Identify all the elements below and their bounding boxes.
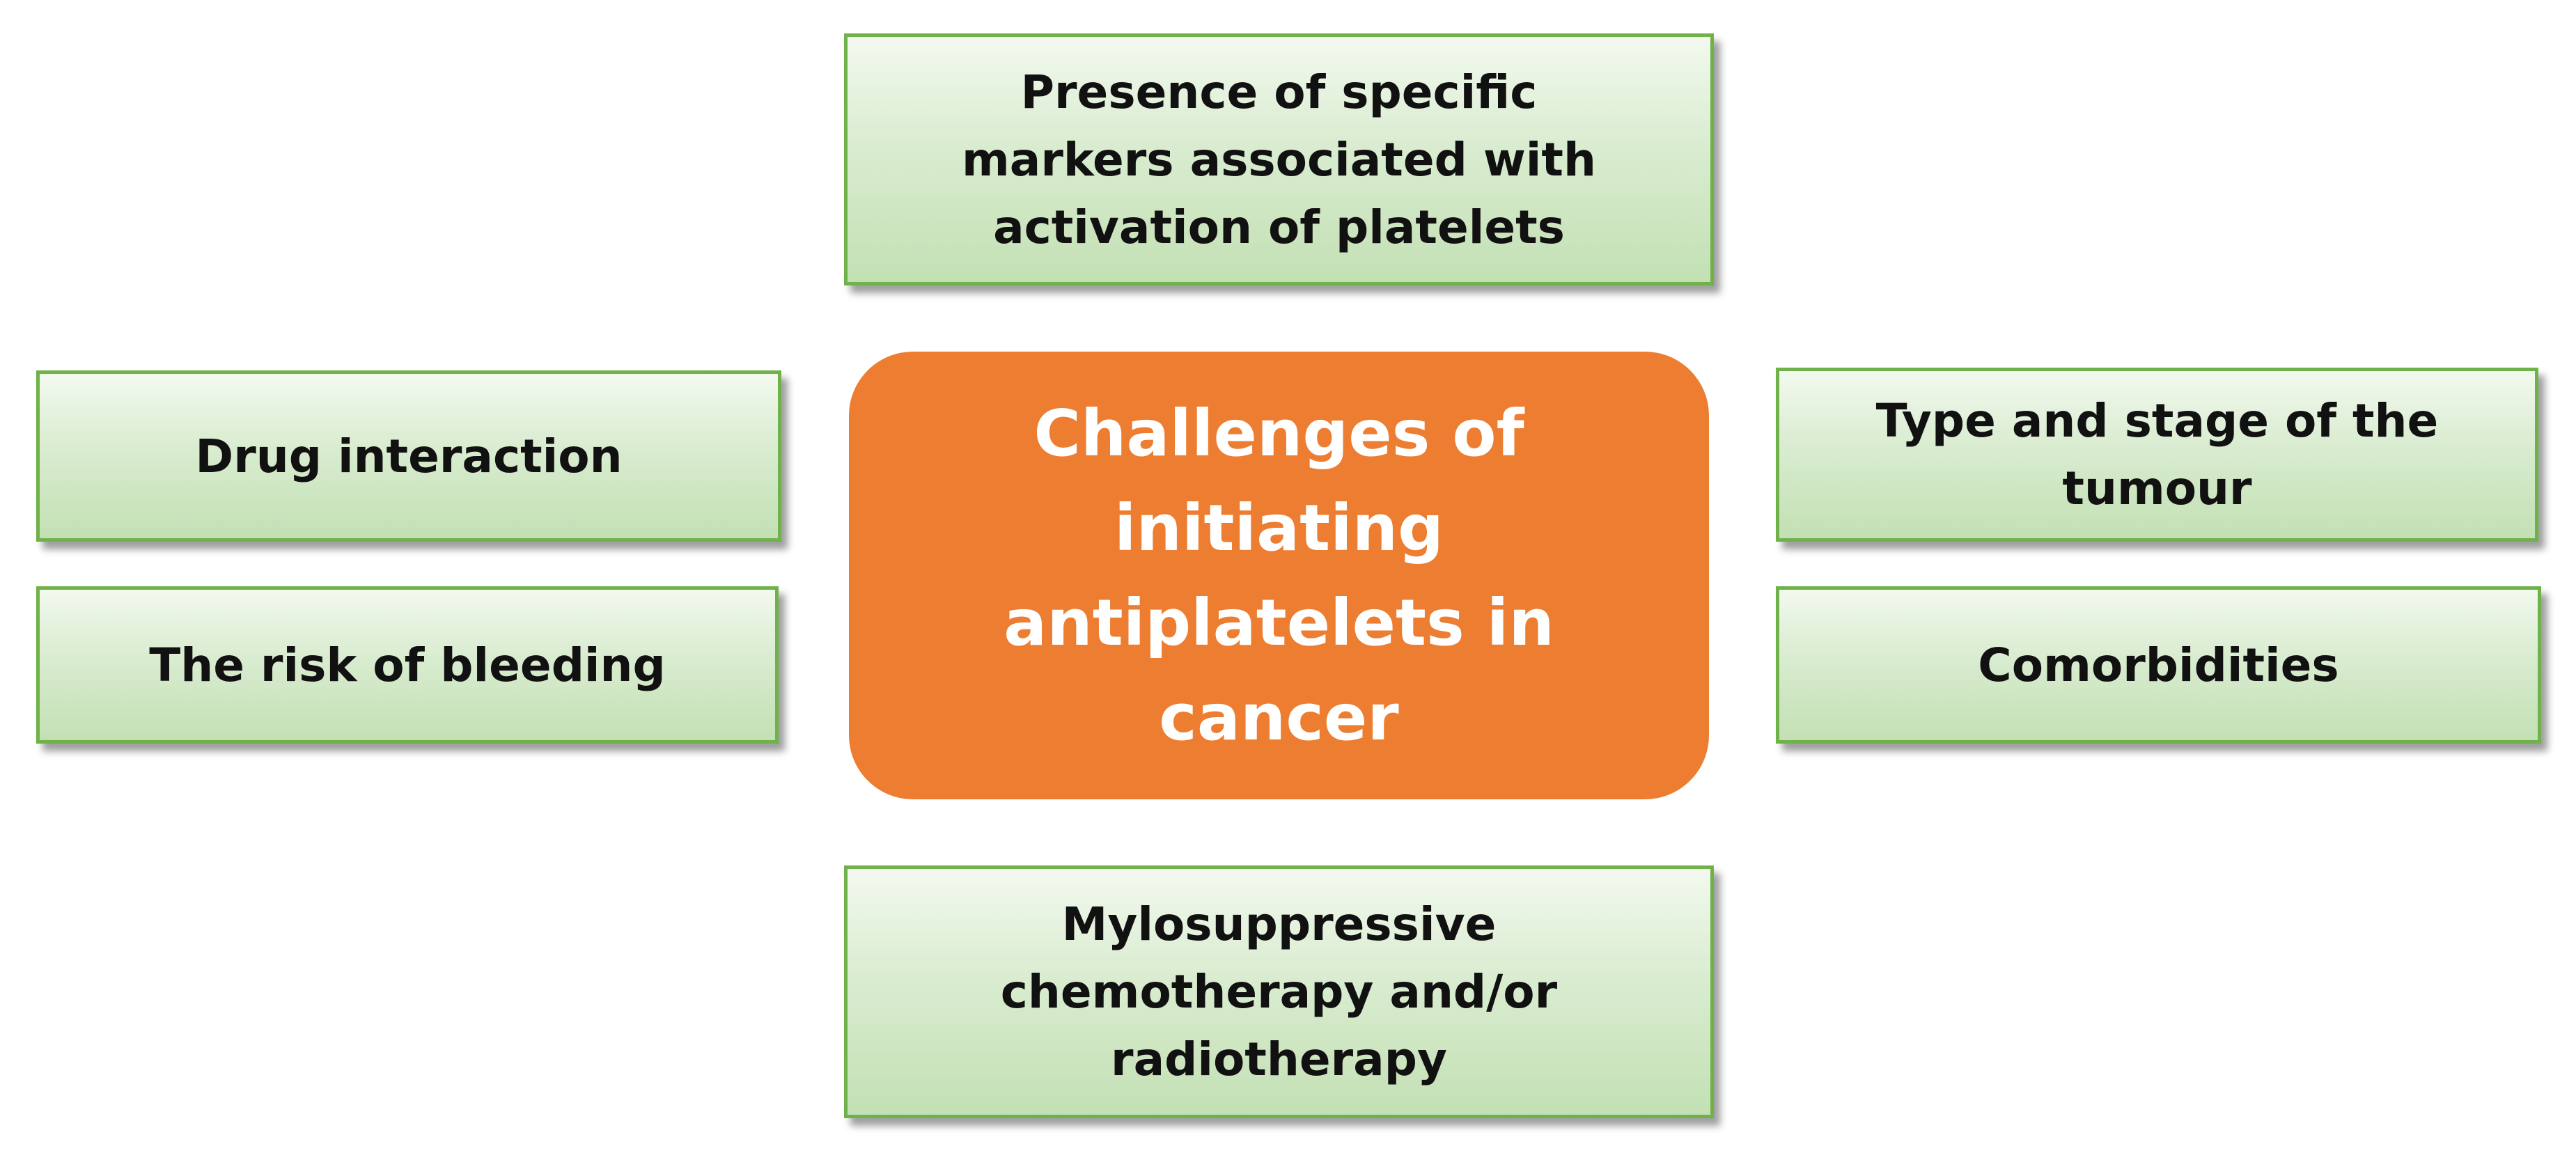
challenge-box-comorbidities: Comorbidities [1776, 586, 2541, 744]
central-topic-label: Challenges of initiating antiplatelets i… [1004, 395, 1554, 755]
challenge-box-platelet-markers: Presence of specific markers associated … [844, 33, 1714, 285]
challenge-label-comorbidities: Comorbidities [1978, 638, 2339, 692]
central-topic: Challenges of initiating antiplatelets i… [849, 352, 1709, 799]
challenge-box-myelosuppressive-therapy: Mylosuppressive chemotherapy and/or radi… [844, 865, 1714, 1118]
challenge-box-drug-interaction: Drug interaction [36, 370, 781, 542]
challenge-label-platelet-markers: Presence of specific markers associated … [962, 65, 1596, 254]
challenge-label-risk-of-bleeding: The risk of bleeding [149, 638, 666, 692]
challenge-box-risk-of-bleeding: The risk of bleeding [36, 586, 779, 744]
challenge-label-tumour-type-stage: Type and stage of the tumour [1875, 394, 2439, 515]
challenge-label-myelosuppressive-therapy: Mylosuppressive chemotherapy and/or radi… [1000, 898, 1558, 1086]
challenge-box-tumour-type-stage: Type and stage of the tumour [1776, 368, 2538, 542]
challenge-label-drug-interaction: Drug interaction [195, 429, 623, 483]
